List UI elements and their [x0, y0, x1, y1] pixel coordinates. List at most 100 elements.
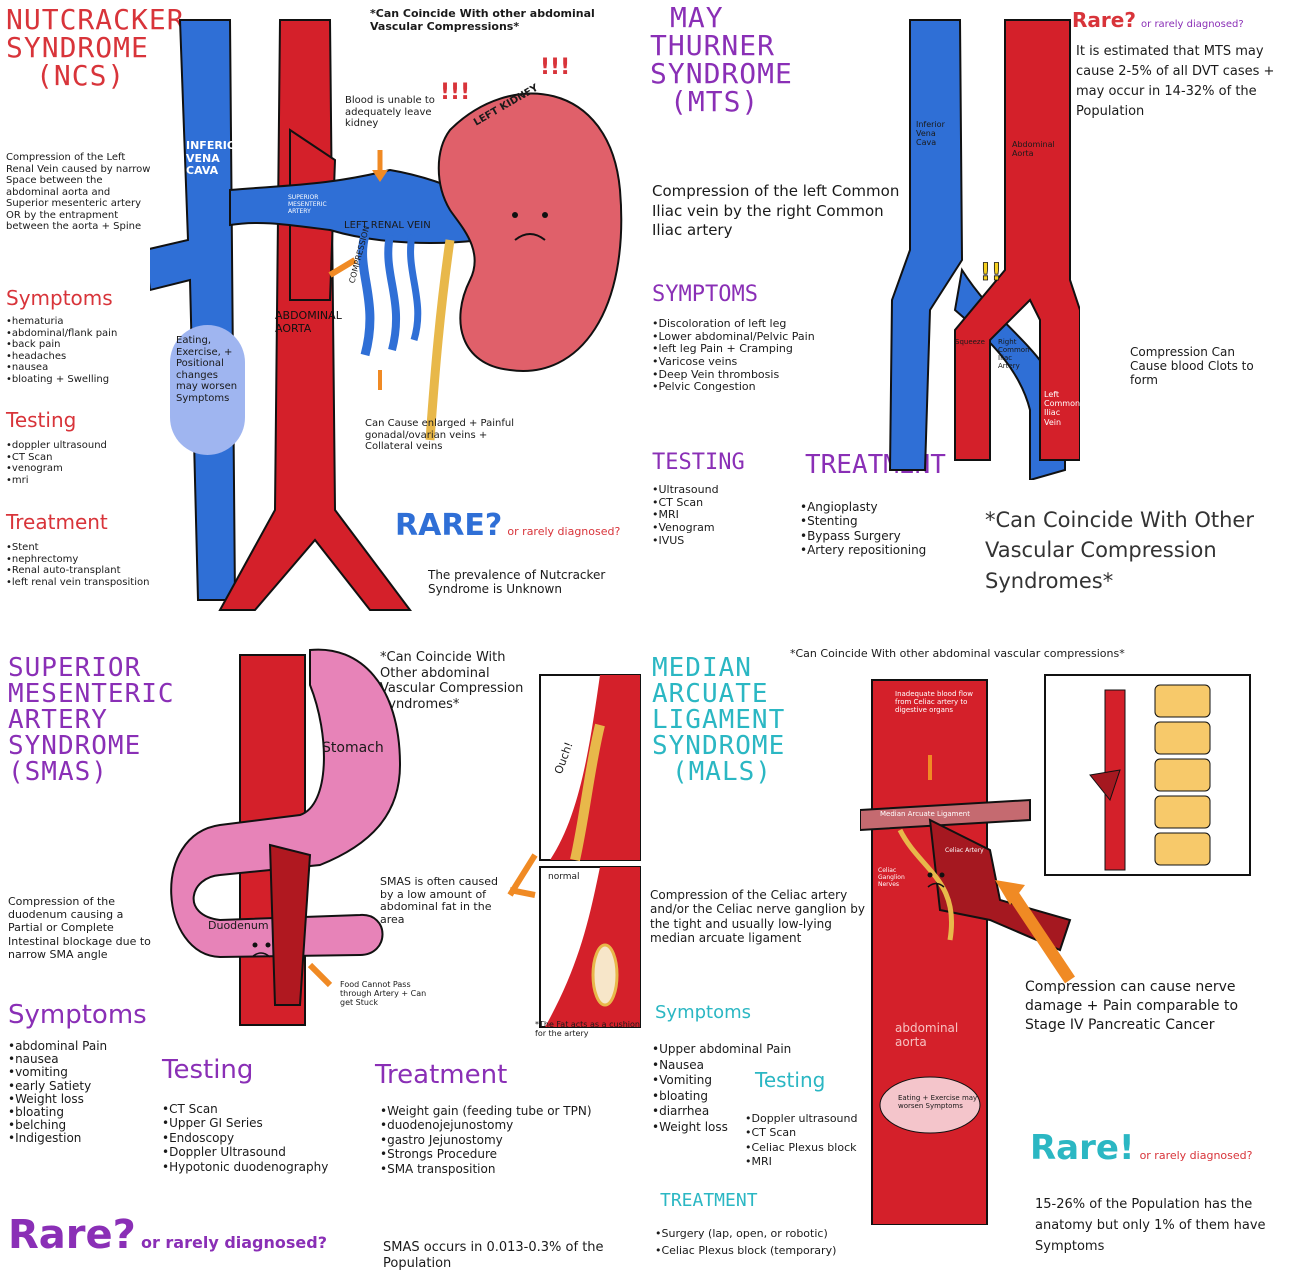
list-item: •headaches — [6, 350, 67, 362]
ncs-title-line1: NUTCRACKER — [6, 3, 185, 36]
list-item: •Discoloration of left leg — [652, 317, 787, 330]
list-item: •nephrectomy — [6, 553, 79, 565]
smas-description: Compression of the duodenum causing a Pa… — [8, 895, 151, 961]
mts-title-line4: (MTS) — [670, 85, 760, 118]
list-item: •Deep Vein thrombosis — [652, 367, 780, 381]
smas-rare-block: Rare? or rarely diagnosed? — [8, 1212, 378, 1258]
smas-title-line2: MESENTERIC — [8, 679, 175, 709]
mals-label-celiac-artery: Celiac Artery — [945, 847, 984, 854]
smas-title-line3: ARTERY — [8, 705, 108, 735]
mts-diagram: !! — [888, 19, 1080, 480]
list-item: •Weight loss — [652, 1119, 728, 1134]
ncs-label-aorta: ABDOMINAL AORTA — [275, 309, 342, 335]
smas-title-line4: SYNDROME — [8, 731, 142, 761]
mals-label-ganglion: Celiac Ganglion Nerves — [878, 867, 905, 888]
list-item: •nausea — [6, 362, 49, 373]
mts-clots-note: Compression Can Cause blood Clots to for… — [1130, 345, 1254, 387]
mals-title-line5: (MALS) — [672, 757, 772, 787]
list-item: •SMA transposition — [380, 1161, 496, 1176]
list-item: •left leg Pain + Cramping — [652, 342, 793, 356]
mals-treatment-heading: TREATMENT — [660, 1190, 758, 1211]
list-item: •left renal vein transposition — [6, 576, 150, 588]
list-item: •Nausea — [652, 1057, 705, 1072]
smas-rare-text: SMAS occurs in 0.013-0.3% of the Populat… — [383, 1240, 604, 1271]
smas-rare-big: Rare? — [8, 1212, 136, 1258]
list-item: •Indigestion — [8, 1131, 82, 1146]
smas-symptoms-list: •abdominal Pain •nausea •vomiting •early… — [8, 1039, 148, 1146]
mts-title: MAY THURNER SYNDROME (MTS) — [650, 4, 800, 116]
mals-rare-block: Rare! or rarely diagnosed? — [1030, 1128, 1290, 1168]
mts-title-line3: SYNDROME — [650, 57, 793, 90]
ncs-label-ivc: INFERIOR VENA CAVA — [186, 139, 245, 178]
ncs-prevalence: The prevalence of Nutcracker Syndrome is… — [428, 568, 606, 597]
mts-symptoms-list: •Discoloration of left leg •Lower abdomi… — [652, 317, 842, 394]
mts-aorta-vessel — [954, 19, 1080, 461]
list-item: •bloating — [8, 1104, 64, 1119]
mts-description: Compression of the left Common Iliac vei… — [652, 182, 900, 239]
list-item: •hematuria — [6, 316, 64, 327]
ncs-rare-small: or rarely diagnosed? — [507, 525, 621, 538]
list-item: •diarrhea — [652, 1104, 710, 1119]
mts-title-line1: MAY — [670, 1, 724, 34]
list-item: •Endoscopy — [162, 1130, 235, 1145]
list-item: •Celiac Plexus block (temporary) — [655, 1243, 837, 1257]
mals-label-aorta: abdominal aorta — [895, 1021, 959, 1049]
mts-testing-heading: TESTING — [652, 450, 745, 475]
ncs-coincide-note: *Can Coincide With other abdominal Vascu… — [370, 7, 595, 33]
smas-label-duodenum: Duodenum — [208, 919, 269, 932]
list-item: •abdominal Pain — [8, 1039, 108, 1053]
mals-nerve-note: Compression can cause nerve damage + Pai… — [1025, 979, 1239, 1033]
smas-label-stomach: Stomach — [322, 740, 384, 756]
list-item: •early Satiety — [8, 1078, 92, 1093]
mts-rare-big: Rare? — [1072, 8, 1136, 32]
mals-title-line3: LIGAMENT — [652, 705, 786, 735]
mts-label-aorta: Abdominal Aorta — [1012, 140, 1055, 159]
list-item: •MRI — [745, 1154, 772, 1168]
ncs-ivc-vessel — [150, 19, 237, 601]
ncs-alerts-2: !!! — [540, 55, 571, 80]
ncs-title: NUTCRACKER SYNDROME (NCS) — [6, 3, 185, 90]
ncs-diagram — [150, 19, 623, 611]
list-item: •vomiting — [8, 1065, 68, 1080]
smas-diagram — [170, 648, 641, 1028]
ncs-title-line2: SYNDROME — [6, 31, 149, 64]
smas-treatment-list: •Weight gain (feeding tube or TPN) •duod… — [380, 1104, 645, 1176]
list-item: •IVUS — [652, 533, 685, 547]
smas-coincide-note: *Can Coincide With Other abdominal Vascu… — [380, 650, 524, 712]
smas-stomach — [170, 648, 402, 959]
list-item: •Doppler Ultrasound — [162, 1145, 286, 1160]
list-item: •Vomiting — [652, 1073, 712, 1088]
ncs-description: Compression of the Left Renal Vein cause… — [6, 152, 151, 232]
list-item: •Celiac Plexus block — [745, 1140, 857, 1154]
mals-symptoms-list: •Upper abdominal Pain •Nausea •Vomiting … — [652, 1042, 827, 1136]
smas-title-line1: SUPERIOR — [8, 653, 142, 683]
ncs-eating-text: Eating, Exercise, + Positional changes m… — [176, 335, 238, 404]
mals-treatment-list: •Surgery (lap, open, or robotic) •Celiac… — [655, 1226, 880, 1259]
list-item: •duodenojejunostomy — [380, 1118, 514, 1133]
list-item: •Doppler ultrasound — [745, 1112, 858, 1125]
smas-fat-note: SMAS is often caused by a low amount of … — [380, 875, 498, 926]
ncs-rare-big: RARE? — [395, 508, 503, 543]
mals-testing-list: •Doppler ultrasound •CT Scan •Celiac Ple… — [745, 1112, 890, 1169]
ncs-alerts: !!! — [440, 80, 471, 105]
list-item: •Upper GI Series — [162, 1116, 263, 1131]
list-item: •belching — [8, 1118, 67, 1133]
list-item: •back pain — [6, 339, 61, 350]
list-item: •Stenting — [800, 514, 858, 529]
list-item: •mri — [6, 474, 29, 486]
mts-rare-text: It is estimated that MTS may cause 2-5% … — [1076, 44, 1275, 120]
list-item: •CT Scan — [6, 451, 53, 463]
ncs-symptoms-heading: Symptoms — [6, 286, 113, 310]
mts-label-ivc: Inferior Vena Cava — [916, 120, 945, 148]
ncs-aorta-vessel — [218, 19, 412, 611]
ncs-eating-note: Eating, Exercise, + Positional changes m… — [170, 325, 245, 455]
list-item: •CT Scan — [652, 495, 704, 509]
ncs-enlarged-note: Can Cause enlarged + Painful gonadal/ova… — [365, 418, 514, 452]
list-item: •Ultrasound — [652, 483, 719, 496]
smas-sma-vessel — [268, 843, 312, 1006]
smas-label-normal: normal — [548, 872, 580, 882]
list-item: •Pelvic Congestion — [652, 380, 756, 394]
mals-label-blood-flow: Inadequate blood flow from Celiac artery… — [895, 690, 974, 715]
list-item: •nausea — [8, 1052, 59, 1067]
mts-label-lciv: Left Common Iliac Vein — [1044, 390, 1081, 427]
